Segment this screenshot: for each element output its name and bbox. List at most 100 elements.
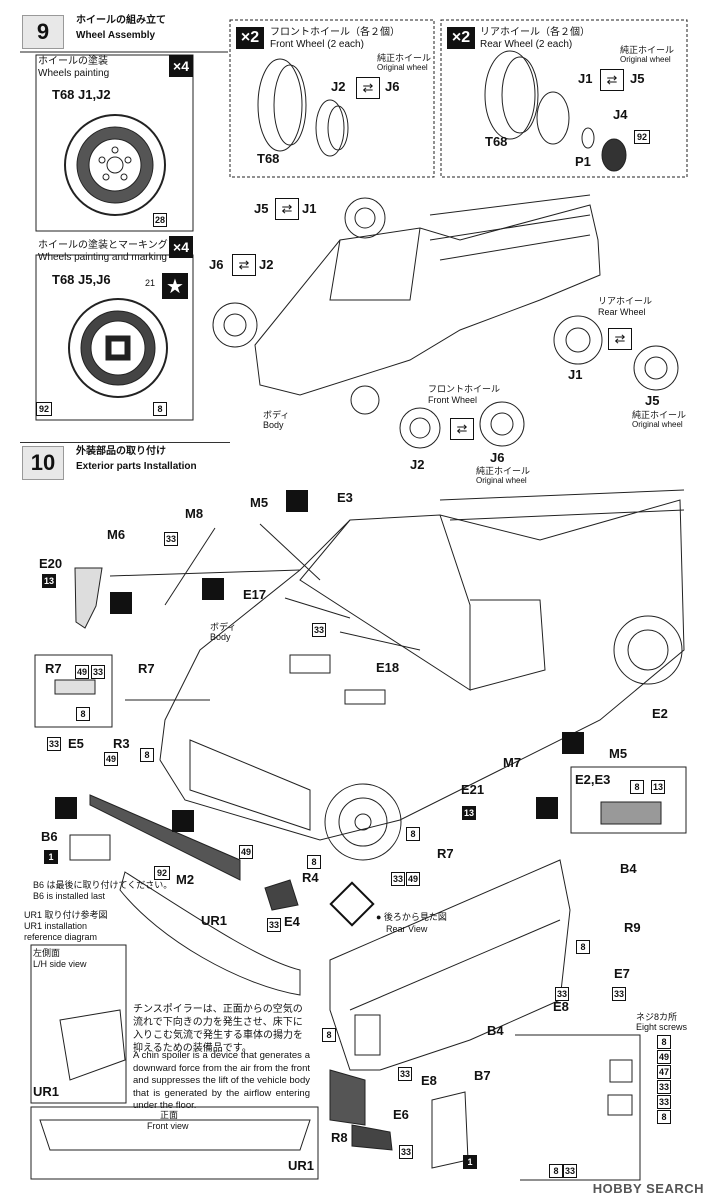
body-en: Body [210, 632, 231, 642]
car-rear-jp: リアホイール [598, 296, 653, 306]
wheels-marking-qty: ×4 [169, 236, 193, 258]
rear-wheel-jp: リアホイール（各２個） [480, 27, 590, 38]
step-10-number: 10 [22, 446, 64, 480]
label-ur1: UR1 [201, 913, 228, 928]
front-label-b: J6 [385, 79, 400, 94]
label-e17: E17 [243, 587, 267, 602]
car-front-jp: フロントホイール [428, 384, 501, 394]
code-8: 8 [76, 707, 90, 721]
body-jp: ボディ [210, 622, 237, 632]
code-49: 49 [657, 1050, 671, 1064]
car-body-jp: ボディ [263, 410, 290, 420]
front-view-en: Front view [147, 1121, 189, 1131]
front-wheel-en: Front Wheel (2 each) [270, 39, 364, 50]
label-r9: R9 [624, 920, 641, 935]
ur1-ref-en2: reference diagram [24, 932, 98, 942]
swap-arrow-icon: ⇄ [356, 77, 380, 99]
rear-stock-en: Original wheel [620, 55, 671, 64]
car-j1: J1 [302, 201, 317, 216]
wheels-painting-jp: ホイールの塗装 [38, 56, 108, 67]
code-49: 49 [406, 872, 420, 886]
code-28: 28 [153, 213, 167, 227]
label-e3: E3 [337, 490, 353, 505]
code-33: 33 [398, 1067, 412, 1081]
label-m7: M7 [503, 755, 522, 770]
label-m2: M2 [176, 872, 195, 887]
wheels-painting-frame [35, 54, 194, 232]
code-21: 21 [145, 278, 156, 288]
glue-icon [172, 810, 194, 832]
label-r7b: R7 [138, 661, 155, 676]
label-r7a: R7 [45, 661, 62, 676]
rear-view-en: Rear View [386, 924, 428, 934]
code-13: 13 [651, 780, 665, 794]
front-view-jp: 正面 [160, 1110, 179, 1120]
label-e18: E18 [376, 660, 400, 675]
code-13: 13 [462, 806, 476, 820]
swap-arrow-icon: ⇄ [232, 254, 256, 276]
label-m8: M8 [185, 506, 204, 521]
swap-arrow-icon: ⇄ [450, 418, 474, 440]
car-j6: J6 [209, 257, 224, 272]
rear-view-jp: ● 後ろから見た図 [376, 912, 447, 922]
step-9-number: 9 [22, 15, 64, 49]
glue-icon [202, 578, 224, 600]
glue-icon [110, 592, 132, 614]
wheels-marking-jp: ホイールの塗装とマーキング [38, 240, 168, 251]
car-front-en: Front Wheel [428, 395, 478, 405]
code-33: 33 [164, 532, 178, 546]
label-e8b: E8 [421, 1073, 437, 1088]
code-1: 1 [44, 850, 58, 864]
wheels-marking-en: Wheels painting and marking [38, 252, 167, 263]
wheels-painting-qty: ×4 [169, 55, 193, 77]
label-r3: R3 [113, 736, 130, 751]
code-33: 33 [267, 918, 281, 932]
rear-wheel-qty: ×2 [447, 27, 475, 49]
code-92: 92 [36, 402, 52, 416]
front-wheel-jp: フロントホイール（各２個） [270, 27, 400, 38]
code-33: 33 [391, 872, 405, 886]
code-33: 33 [399, 1145, 413, 1159]
front-stock-en: Original wheel [377, 63, 428, 72]
wheels-painting-en: Wheels painting [38, 68, 110, 79]
label-b6: B6 [41, 829, 58, 844]
label-ur1b: UR1 [33, 1084, 60, 1099]
label-ur1c: UR1 [288, 1158, 315, 1173]
code-47: 47 [657, 1065, 671, 1079]
rear-code-92: 92 [634, 130, 650, 144]
code-8: 8 [576, 940, 590, 954]
b6-note-en: B6 is installed last [33, 891, 106, 901]
rear-wheel-en: Rear Wheel (2 each) [480, 39, 573, 50]
step-9-title-jp: ホイールの組み立て [76, 15, 166, 26]
glue-icon [55, 797, 77, 819]
wheels-marking-label: T68 J5,J6 [52, 272, 111, 287]
label-m5a: M5 [250, 495, 269, 510]
ur1-ref-en1: UR1 installation [24, 921, 88, 931]
car-front-stock-en: Original wheel [476, 476, 527, 485]
code-33: 33 [612, 987, 626, 1001]
code-8: 8 [140, 748, 154, 762]
hobby-search-watermark: HOBBY SEARCH [592, 1181, 704, 1196]
code-33: 33 [563, 1164, 577, 1178]
rear-stock-jp: 純正ホイール [620, 45, 675, 55]
code-33: 33 [47, 737, 61, 751]
ur1-ref-jp: UR1 取り付け参考図 [24, 910, 108, 920]
rear-label-b: J5 [630, 71, 645, 86]
code-8: 8 [630, 780, 644, 794]
label-r4: R4 [302, 870, 319, 885]
code-8: 8 [549, 1164, 563, 1178]
car-front-j2: J2 [410, 457, 425, 472]
chin-spoiler-note-jp: チンスポイラーは、正面からの空気の流れで下向きの力を発生させ、床下に入りこむ気流… [133, 1004, 303, 1054]
lh-jp: 左側面 [33, 948, 61, 958]
label-b4a: B4 [620, 861, 637, 876]
car-rear-stock-jp: 純正ホイール [632, 410, 687, 420]
code-49: 49 [239, 845, 253, 859]
car-rear-j5: J5 [645, 393, 660, 408]
label-b7: B7 [474, 1068, 491, 1083]
car-rear-stock-en: Original wheel [632, 420, 683, 429]
code-49: 49 [104, 752, 118, 766]
step-9-title-en: Wheel Assembly [76, 30, 156, 41]
code-13: 13 [42, 574, 56, 588]
front-stock-jp: 純正ホイール [377, 53, 432, 63]
label-e8a: E8 [553, 999, 569, 1014]
